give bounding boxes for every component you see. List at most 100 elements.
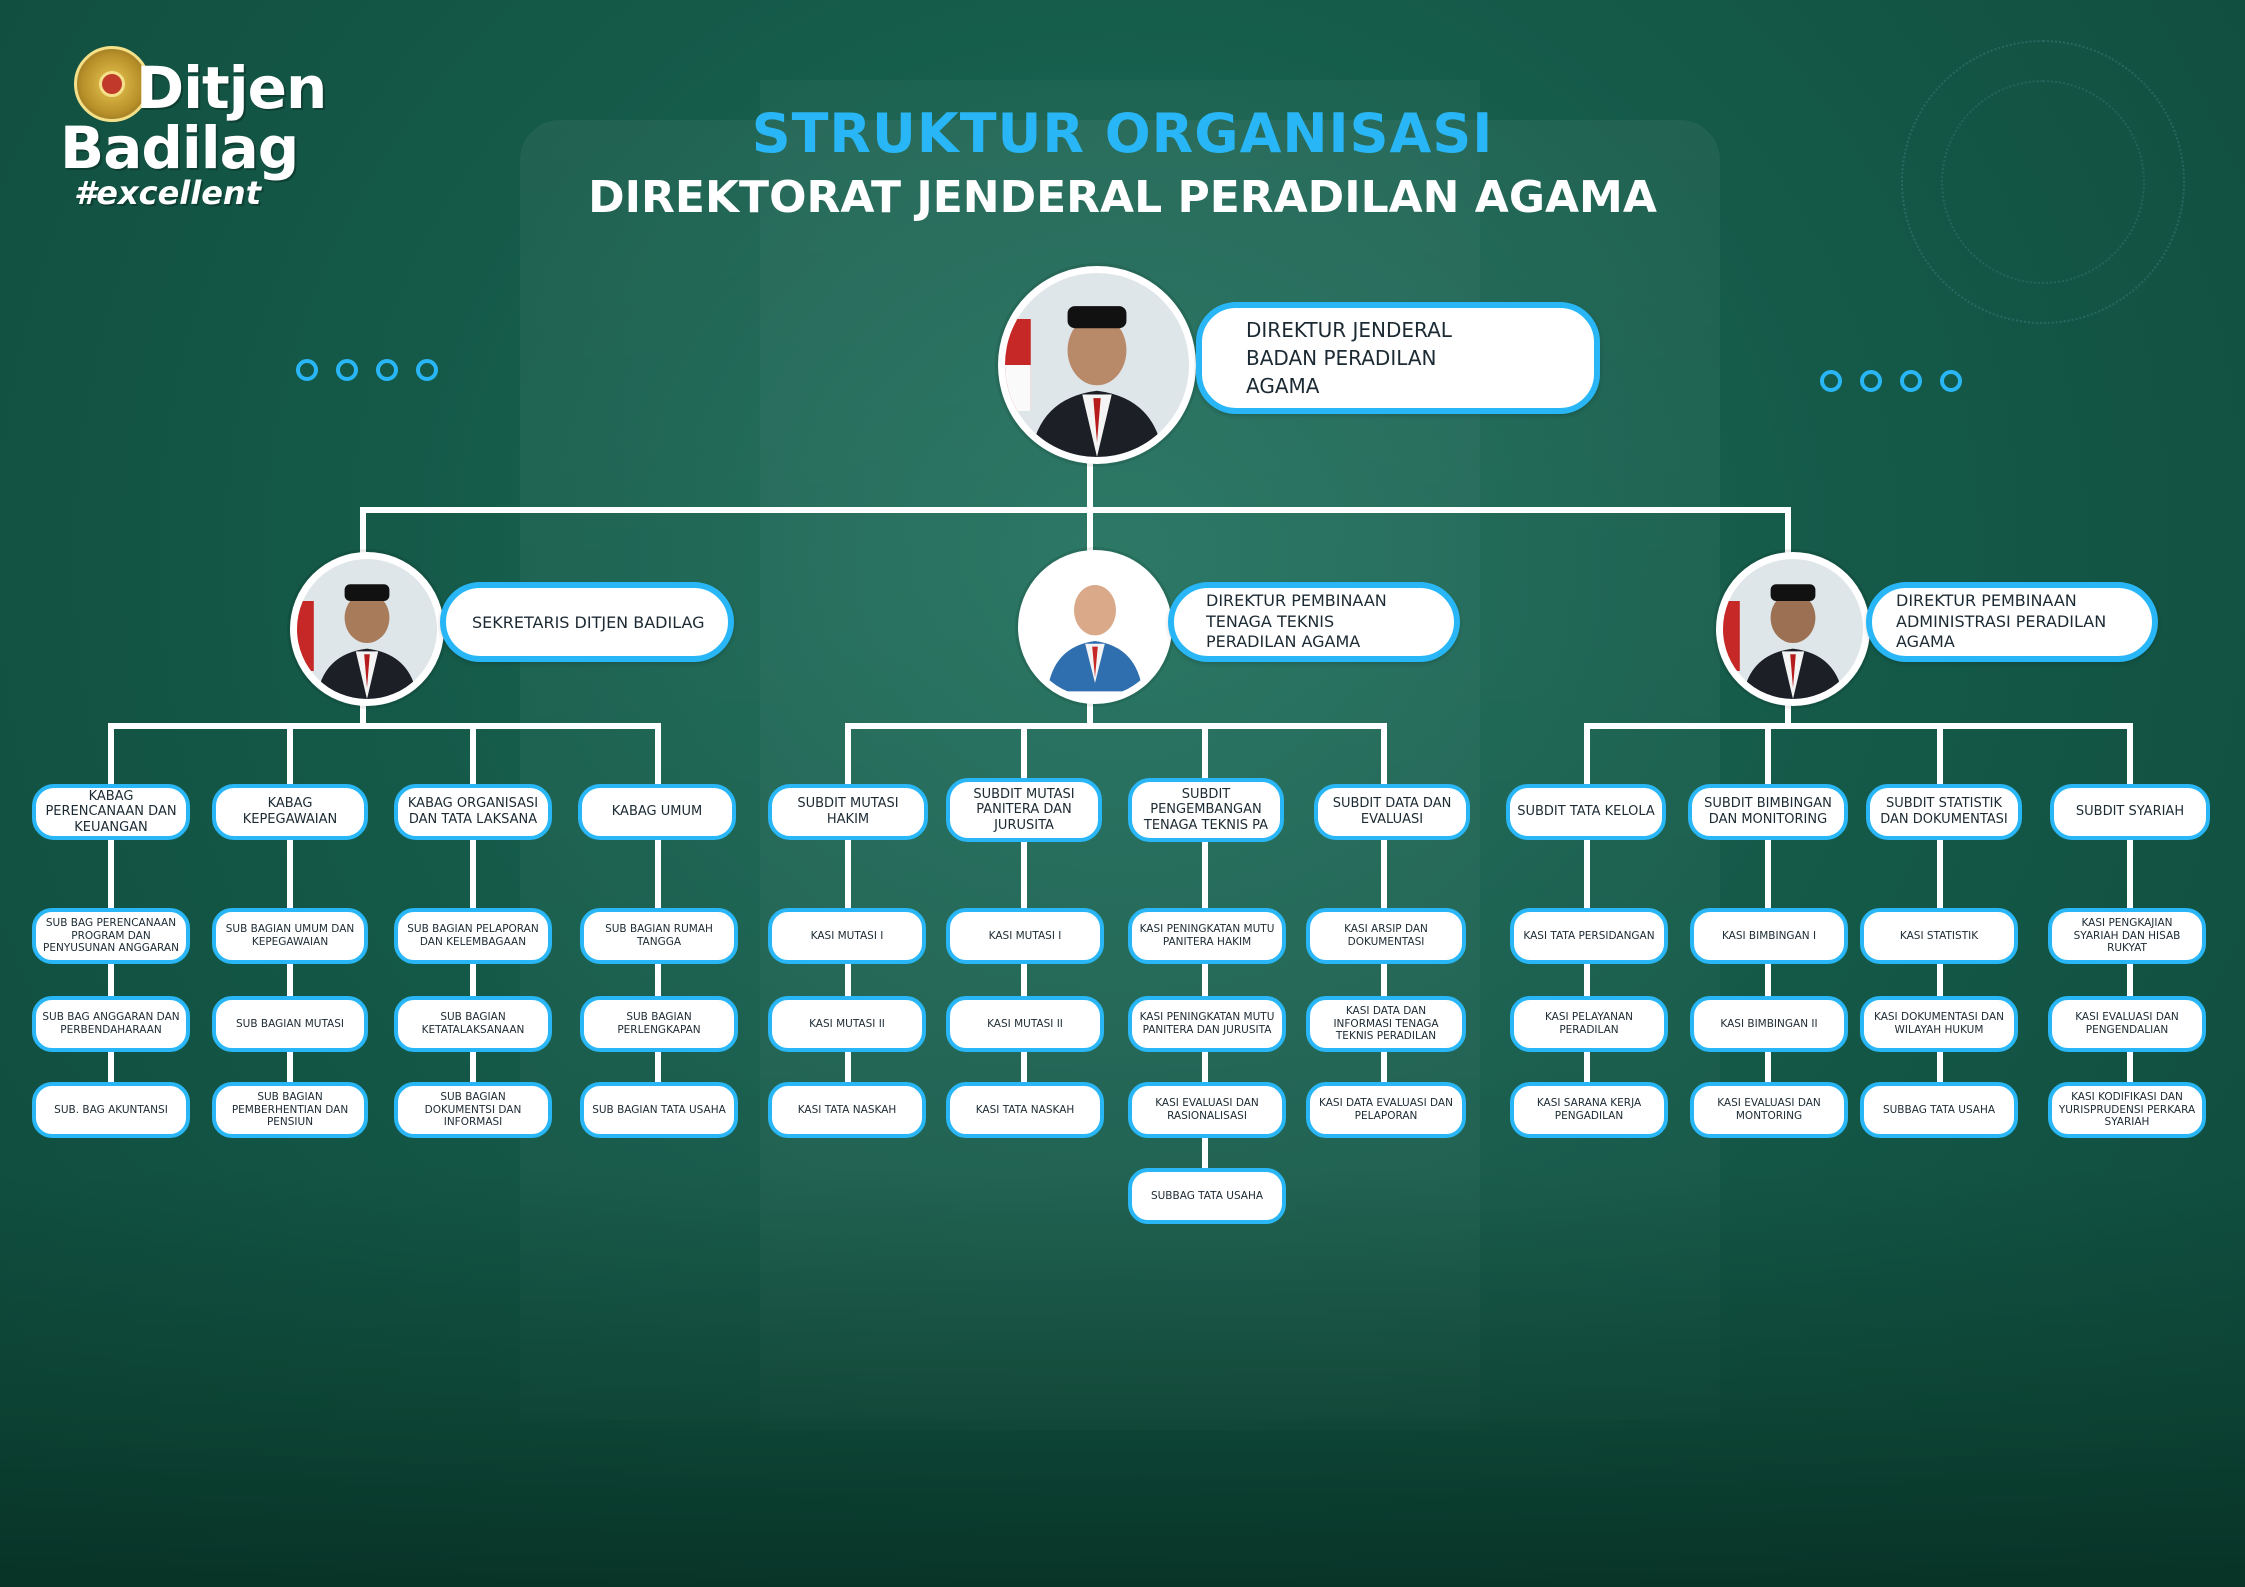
subunit-box: KASI DATA EVALUASI DAN PELAPORAN xyxy=(1306,1082,1466,1138)
unit-box: KABAG UMUM xyxy=(578,784,736,840)
unit-label: KABAG PERENCANAAN DAN KEUANGAN xyxy=(45,788,177,835)
director-2-label: DIREKTUR PEMBINAAN TENAGA TEKNIS PERADIL… xyxy=(1168,582,1460,662)
unit-box: SUBDIT PENGEMBANGAN TENAGA TEKNIS PA xyxy=(1128,778,1284,842)
subunit-label: KASI DOKUMENTASI DAN WILAYAH HUKUM xyxy=(1874,1011,2004,1036)
subunit-label: KASI PENINGKATAN MUTU PANITERA HAKIM xyxy=(1139,923,1275,948)
subunit-label: SUB. BAG AKUNTANSI xyxy=(54,1103,168,1116)
logo-text-excellent: #excellent xyxy=(74,174,261,212)
subunit-box: SUB BAGIAN KETATALAKSANAAN xyxy=(394,996,552,1052)
unit-box: SUBDIT MUTASI PANITERA DAN JURUSITA xyxy=(946,778,1102,842)
court-emblem-icon xyxy=(74,46,150,122)
decorative-dots-right xyxy=(1820,370,1962,392)
unit-label: SUBDIT STATISTIK DAN DOKUMENTASI xyxy=(1880,796,2008,827)
subunit-label: SUBBAG TATA USAHA xyxy=(1882,1103,1996,1116)
subunit-label: SUB BAGIAN MUTASI xyxy=(236,1017,344,1030)
subunit-label: KASI TATA PERSIDANGAN xyxy=(1523,929,1655,942)
subunit-label: KASI PENGKAJIAN SYARIAH DAN HISAB RUKYAT xyxy=(2073,917,2181,955)
director-general-photo xyxy=(998,266,1196,464)
subunit-box: SUB BAG PERENCANAAN PROGRAM DAN PENYUSUN… xyxy=(32,908,190,964)
subunit-label: SUB BAGIAN RUMAH TANGGA xyxy=(605,923,713,948)
subunit-box: SUB BAGIAN PEMBERHENTIAN DAN PENSIUN xyxy=(212,1082,368,1138)
director-2-title: DIREKTUR PEMBINAAN TENAGA TEKNIS PERADIL… xyxy=(1206,590,1387,652)
dot-icon xyxy=(1940,370,1962,392)
director-general-label: DIREKTUR JENDERAL BADAN PERADILAN AGAMA xyxy=(1196,302,1600,414)
subunit-box: KASI MUTASI I xyxy=(946,908,1104,964)
subunit-label: KASI MUTASI I xyxy=(810,929,884,942)
unit-box: KABAG KEPEGAWAIAN xyxy=(212,784,368,840)
person-silhouette-icon xyxy=(1025,557,1165,697)
subunit-box: SUB BAGIAN PERLENGKAPAN xyxy=(580,996,738,1052)
subunit-box: SUB. BAG AKUNTANSI xyxy=(32,1082,190,1138)
unit-label: KABAG UMUM xyxy=(611,804,703,820)
director-2-photo xyxy=(1018,550,1172,704)
subunit-label: KASI DATA DAN INFORMASI TENAGA TEKNIS PE… xyxy=(1333,1005,1439,1043)
director-3-title: DIREKTUR PEMBINAAN ADMINISTRASI PERADILA… xyxy=(1896,590,2107,652)
subunit-box: KASI STATISTIK xyxy=(1860,908,2018,964)
director-1-label: SEKRETARIS DITJEN BADILAG xyxy=(440,582,734,662)
subunit-box: KASI PENINGKATAN MUTU PANITERA DAN JURUS… xyxy=(1128,996,1286,1052)
dot-icon xyxy=(296,359,318,381)
unit-box: SUBDIT DATA DAN EVALUASI xyxy=(1314,784,1470,840)
subunit-box: SUBBAG TATA USAHA xyxy=(1860,1082,2018,1138)
subunit-box: SUB BAGIAN PELAPORAN DAN KELEMBAGAAN xyxy=(394,908,552,964)
director-general-title: DIREKTUR JENDERAL BADAN PERADILAN AGAMA xyxy=(1246,318,1452,398)
page-subtitle: DIREKTORAT JENDERAL PERADILAN AGAMA xyxy=(588,172,1657,223)
director-3-photo xyxy=(1716,552,1870,706)
subunit-box: SUB BAGIAN MUTASI xyxy=(212,996,368,1052)
subunit-label: KASI MUTASI I xyxy=(988,929,1062,942)
subunit-box: KASI MUTASI II xyxy=(768,996,926,1052)
subunit-box: KASI TATA NASKAH xyxy=(768,1082,926,1138)
subunit-box: KASI EVALUASI DAN PENGENDALIAN xyxy=(2048,996,2206,1052)
subunit-box: KASI BIMBINGAN II xyxy=(1690,996,1848,1052)
subunit-label: KASI TATA NASKAH xyxy=(797,1103,897,1116)
subunit-label: KASI KODIFIKASI DAN YURISPRUDENSI PERKAR… xyxy=(2058,1091,2196,1129)
subunit-box: KASI EVALUASI DAN RASIONALISASI xyxy=(1128,1082,1286,1138)
subunit-box: SUB BAG ANGGARAN DAN PERBENDAHARAAN xyxy=(32,996,190,1052)
subunit-label: SUB BAGIAN PELAPORAN DAN KELEMBAGAAN xyxy=(407,923,539,948)
unit-box: KABAG PERENCANAAN DAN KEUANGAN xyxy=(32,784,190,840)
subunit-box: SUBBAG TATA USAHA xyxy=(1128,1168,1286,1224)
subunit-box: KASI PENGKAJIAN SYARIAH DAN HISAB RUKYAT xyxy=(2048,908,2206,964)
unit-box: SUBDIT TATA KELOLA xyxy=(1506,784,1666,840)
subunit-label: KASI PELAYANAN PERADILAN xyxy=(1544,1011,1634,1036)
dot-icon xyxy=(1820,370,1842,392)
decorative-circle-pattern-inner xyxy=(1941,80,2145,284)
subunit-label: KASI BIMBINGAN II xyxy=(1720,1017,1818,1030)
unit-label: SUBDIT MUTASI HAKIM xyxy=(797,796,899,827)
subunit-box: SUB BAGIAN DOKUMENTSI DAN INFORMASI xyxy=(394,1082,552,1138)
subunit-label: KASI ARSIP DAN DOKUMENTASI xyxy=(1344,923,1428,948)
page-title: STRUKTUR ORGANISASI xyxy=(751,102,1494,165)
unit-label: SUBDIT MUTASI PANITERA DAN JURUSITA xyxy=(973,786,1075,833)
subunit-box: KASI MUTASI II xyxy=(946,996,1104,1052)
subunit-label: SUB BAGIAN TATA USAHA xyxy=(592,1103,726,1116)
logo-text-badilag: Badilag xyxy=(60,114,299,182)
subunit-box: KASI BIMBINGAN I xyxy=(1690,908,1848,964)
subunit-label: SUB BAGIAN PERLENGKAPAN xyxy=(617,1011,701,1036)
decorative-circle-pattern xyxy=(1901,40,2185,324)
secretary-photo xyxy=(290,552,444,706)
subunit-box: KASI DATA DAN INFORMASI TENAGA TEKNIS PE… xyxy=(1306,996,1466,1052)
director-1-title: SEKRETARIS DITJEN BADILAG xyxy=(472,612,705,632)
subunit-box: KASI PELAYANAN PERADILAN xyxy=(1510,996,1668,1052)
unit-box: SUBDIT SYARIAH xyxy=(2050,784,2210,840)
subunit-label: KASI PENINGKATAN MUTU PANITERA DAN JURUS… xyxy=(1139,1011,1275,1036)
person-portrait-icon xyxy=(297,559,437,699)
subunit-label: KASI STATISTIK xyxy=(1899,929,1979,942)
unit-box: SUBDIT BIMBINGAN DAN MONITORING xyxy=(1688,784,1848,840)
subunit-label: KASI DATA EVALUASI DAN PELAPORAN xyxy=(1319,1097,1453,1122)
unit-label: SUBDIT BIMBINGAN DAN MONITORING xyxy=(1704,796,1832,827)
subunit-box: KASI KODIFIKASI DAN YURISPRUDENSI PERKAR… xyxy=(2048,1082,2206,1138)
unit-label: KABAG ORGANISASI DAN TATA LAKSANA xyxy=(407,796,539,827)
unit-box: KABAG ORGANISASI DAN TATA LAKSANA xyxy=(394,784,552,840)
decorative-dots-left xyxy=(296,359,438,381)
subunit-label: SUB BAGIAN PEMBERHENTIAN DAN PENSIUN xyxy=(231,1091,349,1129)
unit-label: SUBDIT PENGEMBANGAN TENAGA TEKNIS PA xyxy=(1143,786,1269,833)
subunit-label: KASI EVALUASI DAN PENGENDALIAN xyxy=(2075,1011,2179,1036)
background-trees xyxy=(0,1167,2245,1587)
subunit-label: SUB BAG PERENCANAAN PROGRAM DAN PENYUSUN… xyxy=(43,917,179,955)
dot-icon xyxy=(376,359,398,381)
unit-label: KABAG KEPEGAWAIAN xyxy=(242,796,338,827)
subunit-box: KASI EVALUASI DAN MONTORING xyxy=(1690,1082,1848,1138)
subunit-box: SUB BAGIAN RUMAH TANGGA xyxy=(580,908,738,964)
subunit-label: KASI SARANA KERJA PENGADILAN xyxy=(1536,1097,1642,1122)
